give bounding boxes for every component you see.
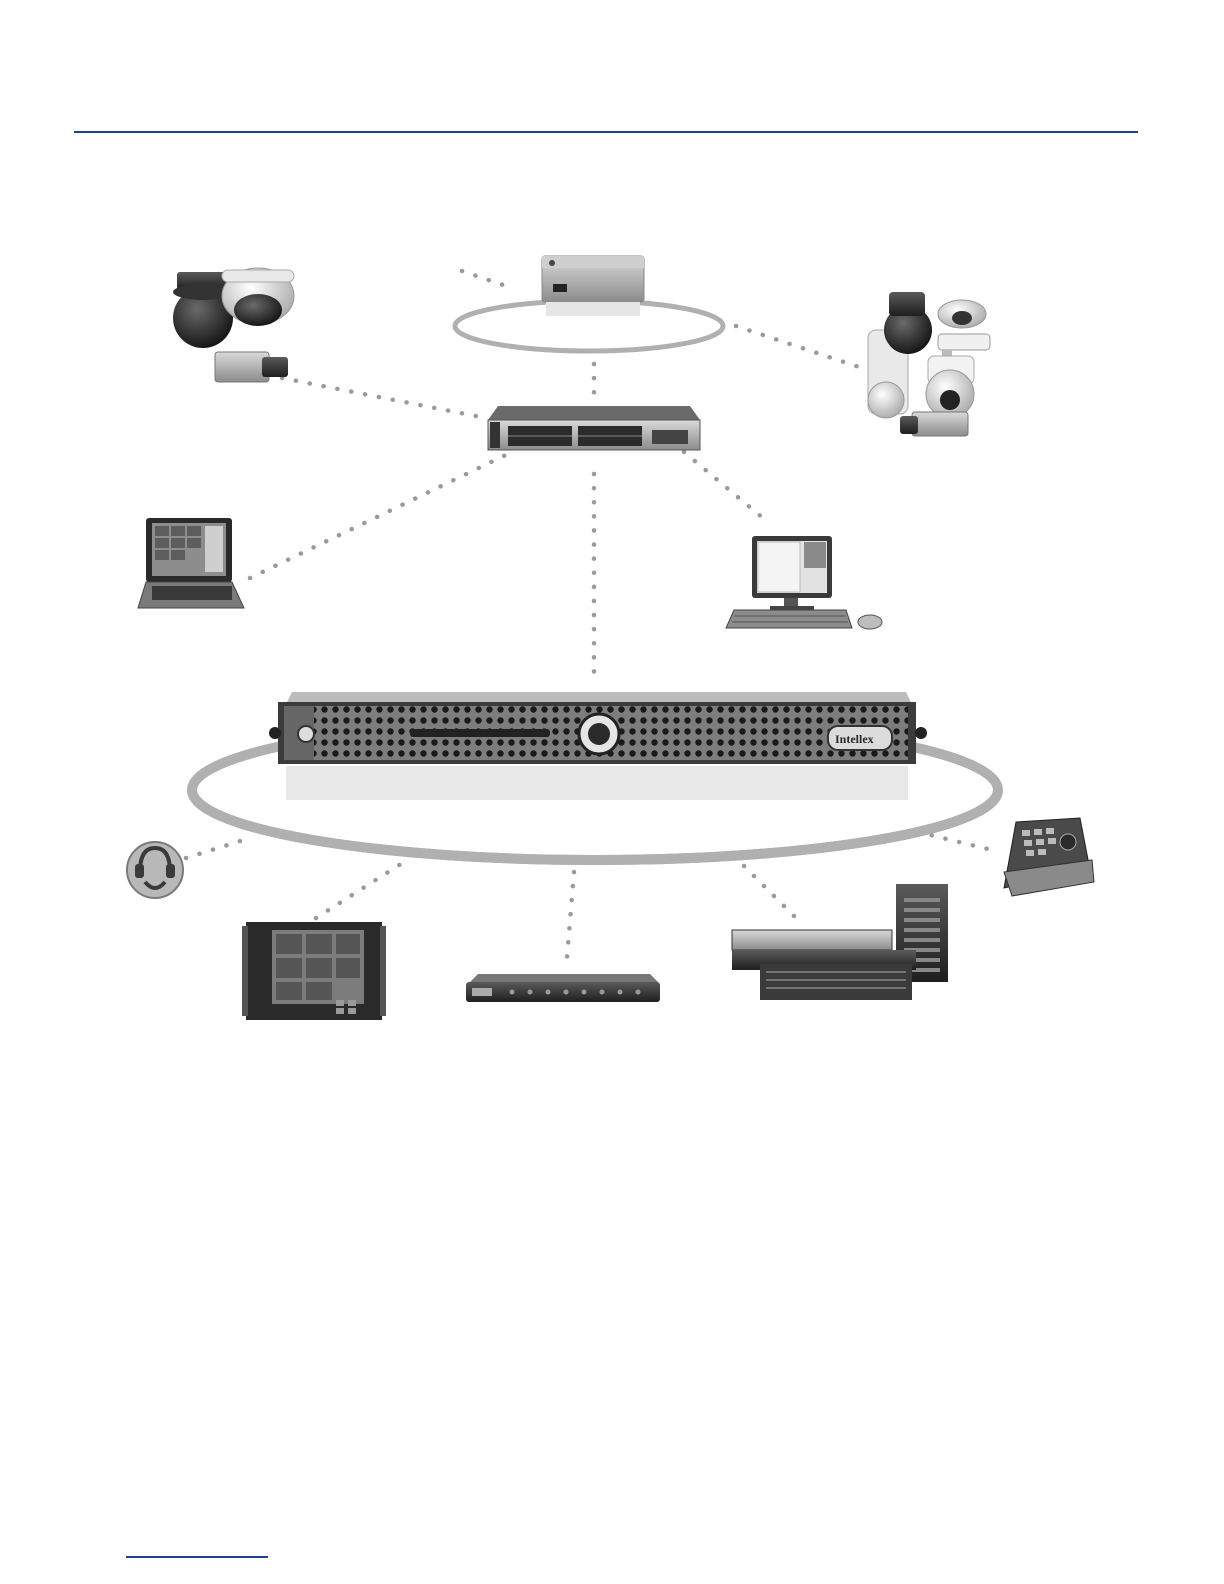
ip-cameras	[868, 292, 990, 436]
keyboard-controller	[1004, 818, 1094, 896]
link-encoder-top	[462, 271, 512, 288]
speed-dome-camera-icon	[926, 356, 974, 418]
link-monitor	[316, 862, 404, 918]
ptz-dome-camera-icon	[173, 272, 233, 348]
link-laptop-switch	[250, 452, 512, 578]
rack-server-icon: Intellex	[269, 692, 927, 800]
box-camera-icon	[900, 412, 968, 436]
storage-array-icon	[732, 884, 948, 1000]
ptz-camera-icon	[868, 292, 932, 418]
monitor	[242, 922, 386, 1020]
laptop-icon	[138, 518, 244, 608]
box-camera-icon	[215, 352, 288, 382]
desktop-computer-icon	[726, 536, 882, 629]
audio	[127, 842, 183, 898]
network-switch	[488, 406, 700, 450]
link-storage	[744, 866, 796, 918]
video-encoder	[455, 256, 723, 351]
headset-icon	[127, 842, 183, 898]
laptop-client	[138, 518, 244, 608]
link-cameras-switch	[282, 378, 486, 418]
footer-rule	[126, 1556, 268, 1558]
switch-icon	[488, 406, 700, 450]
server-badge: Intellex	[835, 732, 874, 746]
analog-cameras	[173, 268, 294, 382]
intellex-server: Intellex	[192, 692, 998, 860]
mini-dome-camera-icon	[938, 300, 986, 328]
link-audio	[186, 838, 250, 858]
link-io-module	[566, 872, 574, 970]
rack-unit-icon	[466, 974, 660, 1002]
server-ring-front	[192, 790, 998, 860]
link-encoder-ipcams	[736, 326, 880, 374]
link-switch-workstation	[684, 452, 770, 524]
encoder-icon	[542, 256, 644, 316]
workstation-client	[726, 536, 882, 629]
ptz-keyboard-icon	[1004, 818, 1094, 896]
rack-monitor-icon	[242, 922, 386, 1020]
link-keyboard	[918, 832, 992, 850]
storage	[732, 884, 948, 1000]
io-module	[466, 974, 660, 1002]
